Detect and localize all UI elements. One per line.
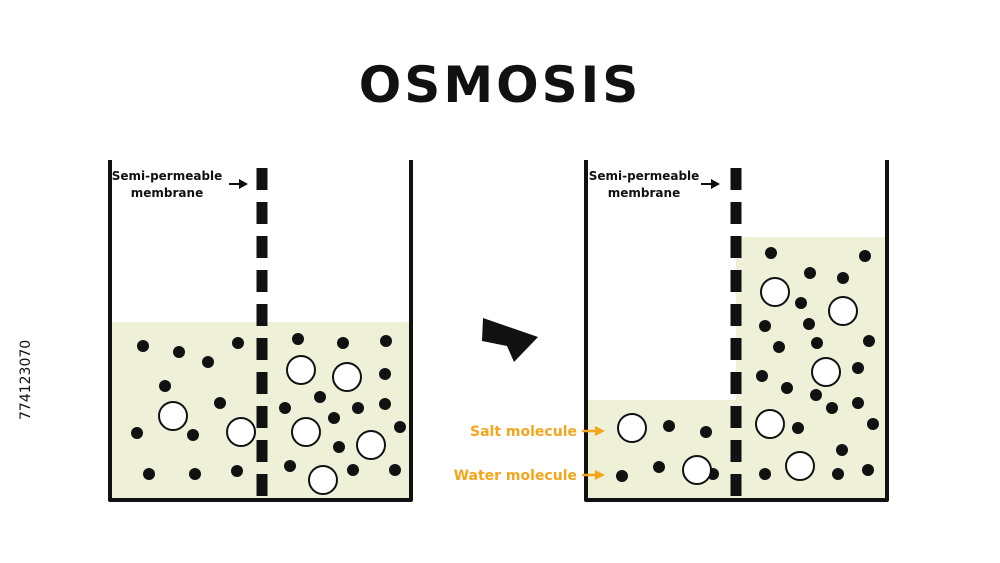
water-molecule: [792, 422, 804, 434]
beaker-outline-before: [108, 160, 413, 502]
water-molecule: [811, 337, 823, 349]
water-molecule: [700, 426, 712, 438]
water-molecule: [759, 468, 771, 480]
salt-molecule: [785, 451, 815, 481]
water-molecule: [279, 402, 291, 414]
water-molecule: [852, 362, 864, 374]
water-molecule: [231, 465, 243, 477]
salt-molecule: [291, 417, 321, 447]
water-molecule: [859, 250, 871, 262]
water-molecule: [187, 429, 199, 441]
salt-molecule: [226, 417, 256, 447]
salt-molecule: [356, 430, 386, 460]
water-molecule: [202, 356, 214, 368]
water-molecule: [759, 320, 771, 332]
water-molecule: [773, 341, 785, 353]
salt-molecule: [811, 357, 841, 387]
right-arrow-icon: [701, 179, 720, 189]
water-molecule: [867, 418, 879, 430]
water-molecule: [832, 468, 844, 480]
water-molecule: [352, 402, 364, 414]
diagram-title: OSMOSIS: [359, 56, 641, 114]
water-molecule: [333, 441, 345, 453]
beaker-after: Semi-permeable membrane: [454, 160, 889, 502]
water-molecule: [663, 420, 675, 432]
water-molecule: [826, 402, 838, 414]
water-molecule: [837, 272, 849, 284]
water-molecule: [862, 464, 874, 476]
water-molecule: [337, 337, 349, 349]
water-molecule: [379, 368, 391, 380]
process-arrow-icon: [482, 318, 538, 362]
membrane-label-line2: membrane: [608, 186, 680, 200]
water-molecule: [214, 397, 226, 409]
water-molecule: [284, 460, 296, 472]
water-molecule: [781, 382, 793, 394]
water-molecule: [810, 389, 822, 401]
water-molecule: [292, 333, 304, 345]
water-molecule: [653, 461, 665, 473]
salt-molecule: [286, 355, 316, 385]
water-molecule: [143, 468, 155, 480]
water-molecules-after-right: [756, 247, 879, 480]
water-molecule: [394, 421, 406, 433]
water-molecules-before-left: [131, 337, 244, 480]
right-arrow-icon: [229, 179, 248, 189]
salt-molecules-after-left: [617, 413, 712, 485]
water-molecule: [795, 297, 807, 309]
legend-arrow-icon: [582, 426, 605, 436]
water-molecule: [803, 318, 815, 330]
salt-molecules-after-right: [755, 277, 858, 481]
salt-molecule: [332, 362, 362, 392]
stock-id-text: 774123070: [18, 340, 34, 420]
liquid-after-left: [586, 400, 736, 500]
salt-molecule-label: Salt molecule: [470, 424, 577, 440]
water-molecule: [756, 370, 768, 382]
water-molecule: [159, 380, 171, 392]
salt-molecules-before-left: [158, 401, 256, 447]
salt-molecule: [755, 409, 785, 439]
membrane-label-line2: membrane: [131, 186, 203, 200]
water-molecule: [380, 335, 392, 347]
salt-molecule: [828, 296, 858, 326]
salt-molecule: [617, 413, 647, 443]
water-molecule: [131, 427, 143, 439]
water-molecule: [314, 391, 326, 403]
water-molecule: [173, 346, 185, 358]
water-molecule: [379, 398, 391, 410]
water-molecule: [863, 335, 875, 347]
water-molecule: [765, 247, 777, 259]
water-molecule-label: Water molecule: [454, 468, 577, 484]
salt-molecule: [760, 277, 790, 307]
membrane-label-line1: Semi-permeable: [112, 169, 223, 183]
water-molecule: [852, 397, 864, 409]
water-molecule: [232, 337, 244, 349]
salt-molecule: [682, 455, 712, 485]
salt-molecule: [308, 465, 338, 495]
beaker-outline-after: [584, 160, 889, 502]
water-molecule: [389, 464, 401, 476]
water-molecule: [189, 468, 201, 480]
water-molecule: [328, 412, 340, 424]
legend-arrow-icon: [582, 470, 605, 480]
membrane-label-line1: Semi-permeable: [589, 169, 700, 183]
water-molecule: [137, 340, 149, 352]
water-molecules-before-right: [279, 333, 406, 476]
beaker-before: Semi-permeable membrane: [108, 160, 413, 502]
salt-molecule: [158, 401, 188, 431]
water-molecule: [347, 464, 359, 476]
water-molecule: [804, 267, 816, 279]
salt-molecules-before-right: [286, 355, 386, 495]
water-molecule: [836, 444, 848, 456]
water-molecule: [616, 470, 628, 482]
